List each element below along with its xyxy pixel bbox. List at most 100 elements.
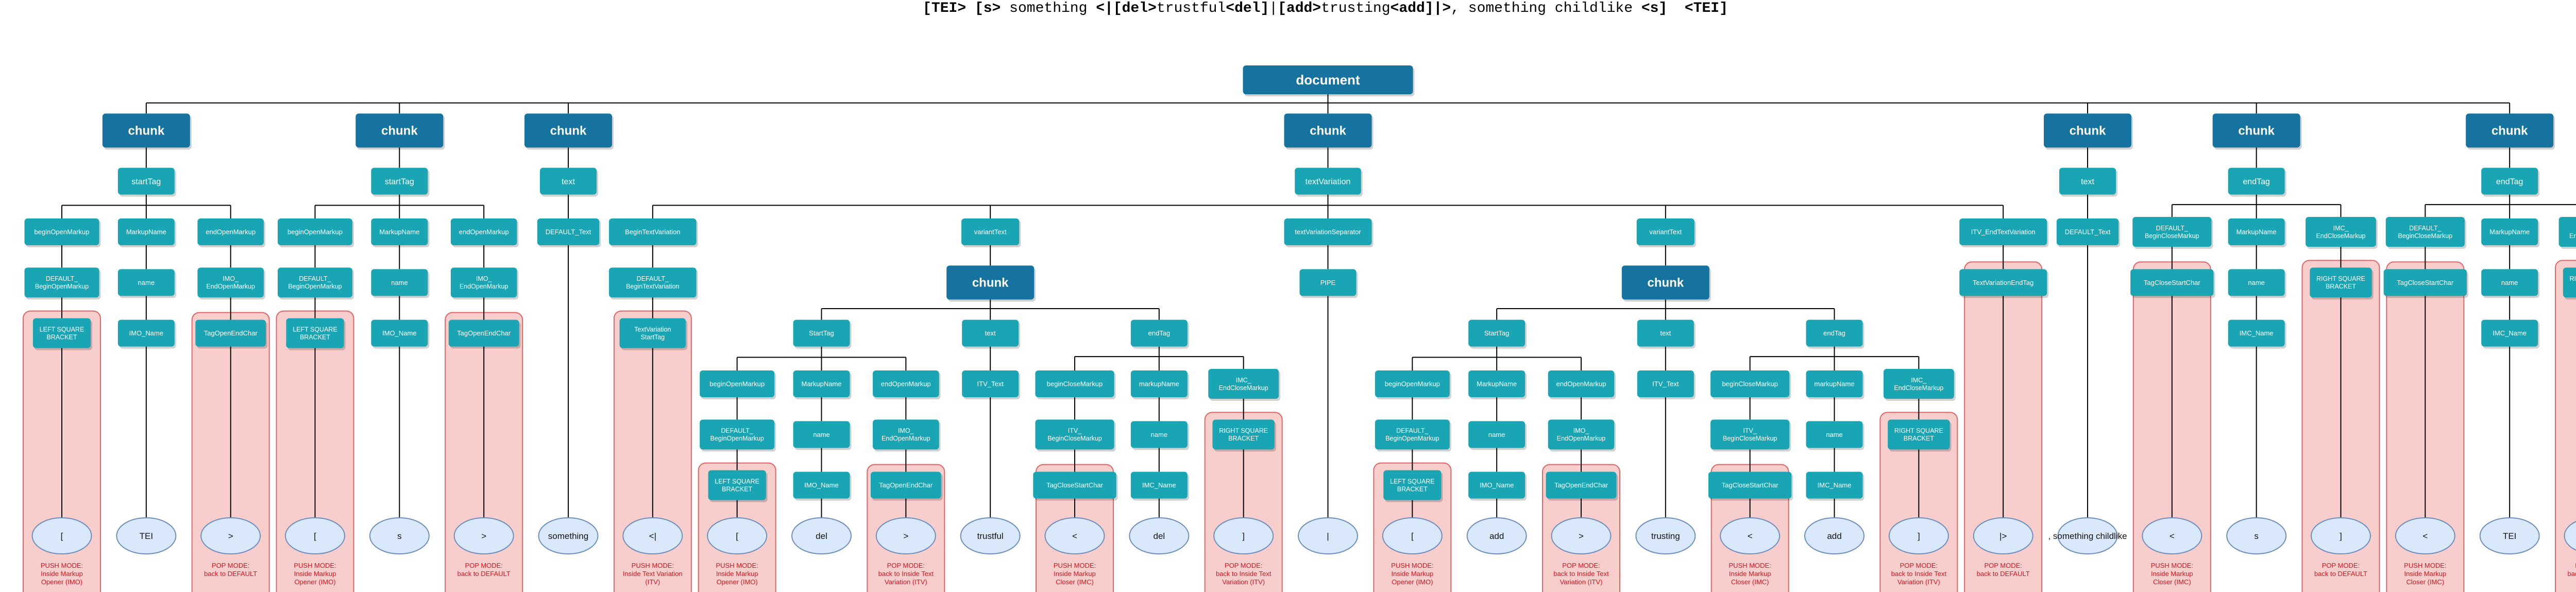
header-segment: something	[1001, 1, 1096, 16]
token-ellipse	[1044, 517, 1105, 554]
node-label: text	[562, 177, 575, 186]
token-del: del	[791, 517, 852, 554]
node-label: chunk	[2070, 124, 2106, 138]
node-chunk: chunk	[1284, 113, 1374, 150]
node-box	[1806, 421, 1863, 448]
node-box	[1295, 167, 1361, 195]
node-box	[870, 471, 941, 499]
token-ellipse	[369, 517, 430, 554]
node-label: IMO_EndOpenMarkup	[1557, 427, 1606, 442]
token-symbol: [	[31, 517, 92, 554]
node-box	[1468, 370, 1526, 397]
node-label: document	[1296, 72, 1360, 88]
node-starttag: startTag	[371, 167, 430, 197]
node-label: IMO_EndOpenMarkup	[882, 427, 930, 442]
node-textvariationendtag: TextVariationEndTag	[1959, 269, 2049, 298]
node-label: MarkupName	[379, 228, 419, 236]
node-box	[2228, 167, 2285, 195]
node-beginclosemarkup: beginCloseMarkup	[1035, 370, 1116, 399]
node-label: name	[1488, 431, 1505, 438]
node-label: endOpenMarkup	[1556, 380, 1606, 388]
node-box	[1033, 471, 1116, 499]
node-beginopenmarkup: beginOpenMarkup	[700, 370, 776, 399]
node-box	[2056, 218, 2119, 245]
token-ellipse	[2226, 517, 2287, 554]
node-label: StartTag	[1484, 329, 1509, 337]
node-chunk: chunk	[2466, 113, 2555, 150]
node-beginclosemarkup: beginCloseMarkup	[1710, 370, 1791, 399]
node-box	[1130, 319, 1188, 347]
node-label: beginCloseMarkup	[1722, 380, 1777, 388]
node-box	[117, 218, 175, 245]
node-box	[2228, 269, 2285, 296]
node-endtag: endTag	[2228, 167, 2286, 197]
header-segment: <add]	[1390, 1, 1434, 16]
header-segment: <del]	[1226, 1, 1269, 16]
node-label: trusting	[1651, 531, 1680, 541]
node-label: s	[2254, 531, 2259, 541]
node-chunk: chunk	[524, 113, 614, 150]
node-tagclosestartchar: TagCloseStartChar	[2383, 269, 2469, 298]
token-add: add	[1804, 517, 1865, 554]
node-text: text	[962, 319, 1021, 349]
node-box	[450, 218, 517, 245]
node-chunk: chunk	[1621, 265, 1711, 302]
node-box	[1888, 419, 1950, 450]
node-label: beginOpenMarkup	[1385, 380, 1440, 388]
node-label: trustful	[977, 531, 1004, 541]
node-label: something	[548, 531, 588, 541]
node-box	[609, 218, 697, 245]
token-ellipse	[1298, 517, 1358, 554]
node-label: chunk	[1647, 276, 1684, 290]
token-symbol: |	[1298, 517, 1358, 554]
node-box	[2481, 218, 2538, 245]
node-label: endOpenMarkup	[459, 228, 509, 236]
mode-highlight-box	[2555, 260, 2576, 592]
node-label: textVariationSeparator	[1295, 228, 1361, 236]
node-default-beginopenmarkup: DEFAULT_BeginOpenMarkup	[24, 267, 101, 300]
node-imo-name: IMO_Name	[1468, 471, 1527, 501]
node-label: >	[1579, 531, 1584, 541]
node-label: name	[138, 279, 155, 286]
node-box	[2481, 167, 2538, 195]
token-symbol: >	[1551, 517, 1612, 554]
node-imo-name: IMO_Name	[793, 471, 852, 501]
node-name: name	[2228, 269, 2286, 298]
node-endopenmarkup: endOpenMarkup	[450, 218, 519, 247]
node-chunk: chunk	[2212, 113, 2302, 150]
node-beginopenmarkup: beginOpenMarkup	[278, 218, 354, 247]
token-symbol: >	[453, 517, 514, 554]
node-markupname: MarkupName	[2481, 218, 2540, 247]
node-label: ]	[2340, 531, 2342, 541]
node-label: >	[903, 531, 908, 541]
node-label: <	[1072, 531, 1077, 541]
node-label: IMO_Name	[382, 329, 416, 337]
node-box	[197, 218, 264, 245]
node-label: StartTag	[809, 329, 834, 337]
token-tei: TEI	[116, 517, 177, 554]
node-label: DEFAULT_Text	[2065, 228, 2111, 236]
header-segment: [s>	[974, 1, 1001, 16]
token-ellipse	[875, 517, 936, 554]
node-name: name	[117, 269, 176, 298]
token-ellipse	[2479, 517, 2540, 554]
node-label: TEI	[140, 531, 153, 541]
token-something: something	[538, 517, 599, 554]
node-box	[2059, 167, 2116, 195]
node-default-begintextvariation: DEFAULT_BeginTextVariation	[609, 267, 698, 300]
node-box	[1383, 470, 1442, 500]
node-label: chunk	[550, 124, 587, 138]
node-label: chunk	[381, 124, 418, 138]
node-tagopenendchar: TagOpenEndChar	[195, 319, 268, 349]
token-ellipse	[791, 517, 852, 554]
node-markupname: MarkupName	[793, 370, 852, 399]
node-label: name	[813, 431, 830, 438]
tree-edges	[61, 94, 2576, 518]
header-segment: |	[1269, 1, 1278, 16]
